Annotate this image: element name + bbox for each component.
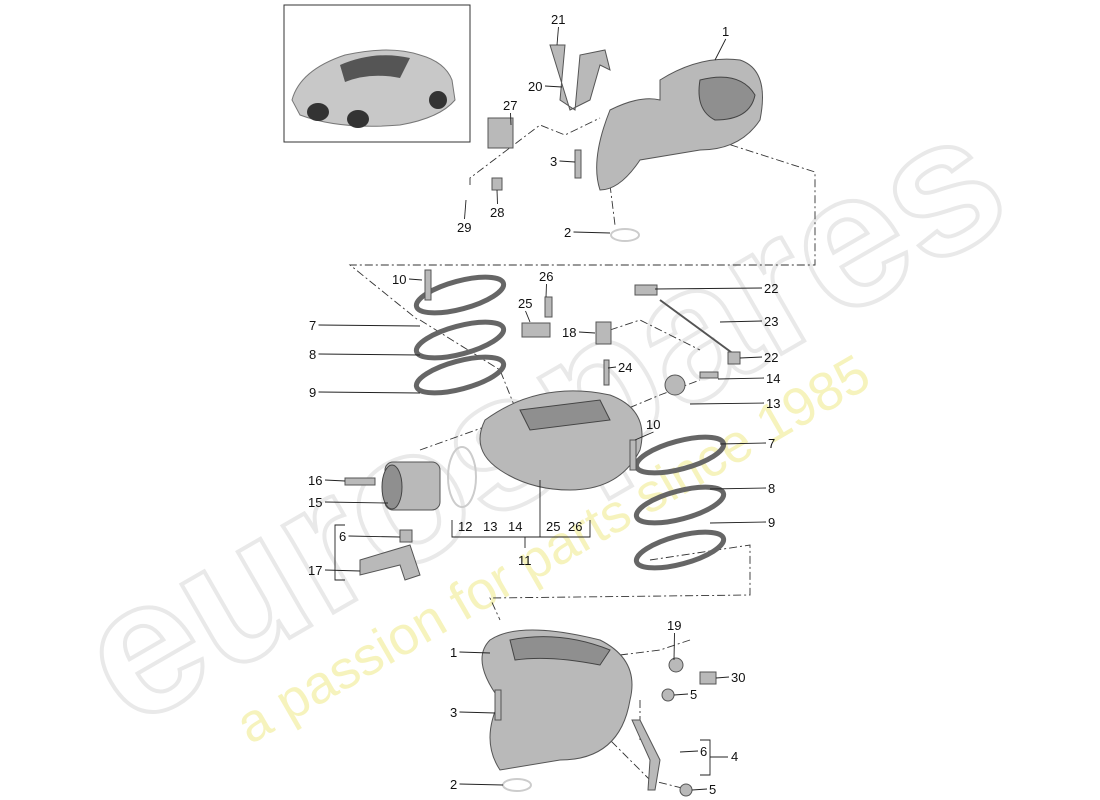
callout-label: 13 (483, 519, 497, 534)
leader-line (739, 356, 763, 359)
leader-line (709, 521, 767, 524)
leader-line (525, 310, 531, 323)
leader-line (679, 750, 699, 753)
callout-label: 1 (722, 24, 729, 39)
leader-line (544, 85, 563, 88)
callout-label: 28 (490, 205, 504, 220)
callout-label: 10 (392, 272, 406, 287)
intake-manifold-upper (596, 58, 763, 191)
car-thumbnail (283, 4, 471, 143)
callout-label: 15 (308, 495, 322, 510)
leader-line (348, 535, 401, 538)
callout-label: 24 (618, 360, 632, 375)
distribution-pipe (479, 390, 643, 491)
leader-line (459, 711, 496, 714)
leader-line (634, 431, 654, 441)
callout-label: 1 (450, 645, 457, 660)
callout-label: 6 (700, 744, 707, 759)
callout-label: 16 (308, 473, 322, 488)
callout-label: 7 (768, 436, 775, 451)
leader-line (673, 693, 689, 696)
leader-line (556, 26, 559, 46)
leader-line (408, 278, 423, 281)
leader-line (324, 569, 361, 572)
leader-line (318, 391, 421, 394)
leader-line (578, 331, 596, 334)
leader-line (496, 189, 498, 205)
leader-line (324, 501, 389, 504)
callout-label: 22 (764, 281, 778, 296)
callout-label: 27 (503, 98, 517, 113)
bracket-11 (451, 480, 591, 548)
callout-label: 5 (690, 687, 697, 702)
callout-label: 17 (308, 563, 322, 578)
callout-label: 25 (546, 519, 560, 534)
leader-line (318, 353, 421, 356)
callout-label: 3 (450, 705, 457, 720)
leader-line (689, 402, 765, 405)
leader-line (545, 283, 547, 298)
small-parts (344, 44, 741, 797)
callout-label: 4 (731, 749, 738, 764)
car-911-coupe-icon (291, 49, 456, 128)
callout-label: 9 (309, 385, 316, 400)
leader-line (673, 632, 675, 661)
leader-line (714, 38, 727, 61)
leader-line (510, 112, 512, 126)
callout-label: 10 (646, 417, 660, 432)
callout-label: 5 (709, 782, 716, 797)
callout-label: 14 (766, 371, 780, 386)
callout-label: 8 (309, 347, 316, 362)
leader-line (459, 651, 491, 654)
callout-label: 21 (551, 12, 565, 27)
callout-label: 23 (764, 314, 778, 329)
leader-line (719, 320, 763, 323)
clamps-and-seals (413, 228, 727, 792)
callout-label: 30 (731, 670, 745, 685)
callout-label: 2 (450, 777, 457, 792)
leader-line (654, 287, 763, 290)
leader-line (459, 783, 504, 786)
callout-label: 6 (339, 529, 346, 544)
leader-line (709, 487, 767, 490)
callout-label: 22 (764, 350, 778, 365)
callout-label: 11 (518, 553, 532, 568)
leader-line (573, 231, 611, 234)
callout-label: 8 (768, 481, 775, 496)
callout-label: 18 (562, 325, 576, 340)
leader-line (715, 676, 730, 679)
callout-label: 3 (550, 154, 557, 169)
leader-line (464, 199, 467, 220)
leader-line (559, 160, 576, 163)
callout-label: 26 (539, 269, 553, 284)
bracket-6-17 (334, 524, 345, 581)
bracket-4 (700, 739, 728, 776)
leader-line (318, 324, 421, 327)
callout-label: 7 (309, 318, 316, 333)
callout-label: 29 (457, 220, 471, 235)
callout-label: 14 (508, 519, 522, 534)
leader-line (719, 442, 767, 445)
callout-label: 13 (766, 396, 780, 411)
throttle-body (381, 461, 441, 511)
callout-label: 12 (458, 519, 472, 534)
callout-label: 25 (518, 296, 532, 311)
leader-line (607, 366, 617, 369)
leader-line (324, 479, 346, 482)
callout-label: 19 (667, 618, 681, 633)
callout-label: 2 (564, 225, 571, 240)
intake-manifold-lower (481, 629, 633, 771)
callout-label: 9 (768, 515, 775, 530)
leader-line (691, 788, 708, 791)
callout-label: 26 (568, 519, 582, 534)
callout-label: 20 (528, 79, 542, 94)
leader-line (717, 377, 765, 380)
